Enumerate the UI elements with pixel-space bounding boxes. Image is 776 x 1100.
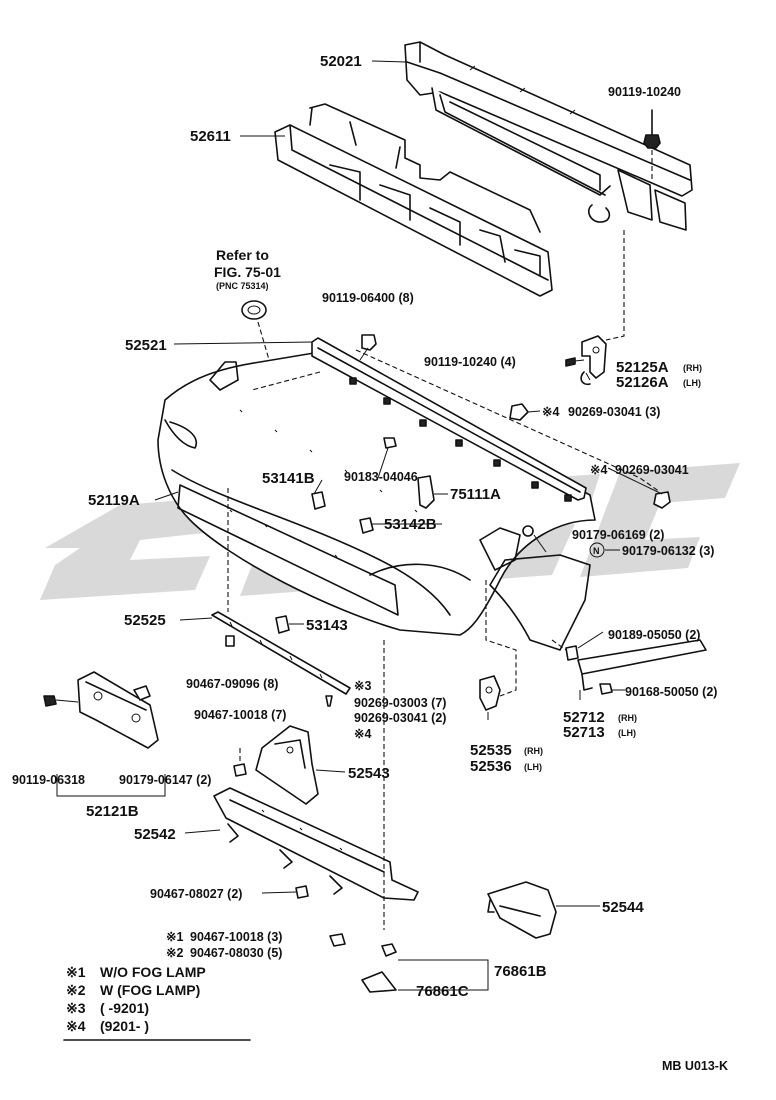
label-90119-06318: 90119-06318 <box>12 773 85 787</box>
mark-4-b: ※4 <box>590 463 607 477</box>
mark-2-a: ※2 <box>166 946 183 960</box>
mark-4-c: ※4 <box>354 727 371 741</box>
label-90168-50050: 90168-50050 (2) <box>625 685 717 699</box>
legend-text-3: ( -9201) <box>100 1000 149 1016</box>
part-52542-undercover <box>213 640 419 930</box>
part-52535-side-retainer <box>479 580 517 711</box>
label-90467-10018-3: 90467-10018 (3) <box>190 930 282 944</box>
labels: 52021 90119-10240 52611 Refer to FIG. 75… <box>12 53 717 1000</box>
label-53142B: 53142B <box>384 516 437 533</box>
legend-mark-2: ※2 <box>66 982 86 998</box>
label-53141B: 53141B <box>262 470 315 487</box>
label-52712: 52712 <box>563 709 605 726</box>
label-52521: 52521 <box>125 337 167 354</box>
label-lh-2: (LH) <box>618 728 636 738</box>
leader-lines <box>154 60 663 907</box>
nut-90183-04046 <box>383 437 397 449</box>
label-90269-03041-2: 90269-03041 (2) <box>354 711 446 725</box>
refer-line3: (PNC 75314) <box>216 281 269 291</box>
bolt-90119-10240-top <box>643 109 661 180</box>
label-90269-03041: 90269-03041 <box>615 463 689 477</box>
label-52535: 52535 <box>470 742 512 759</box>
footer-code: MB U013-K <box>662 1059 728 1073</box>
label-90179-06147: 90179-06147 (2) <box>119 773 211 787</box>
part-75111A-bracket <box>417 475 435 509</box>
label-90179-06169: 90179-06169 (2) <box>572 528 664 542</box>
clip-53142B <box>359 517 374 534</box>
part-76861-spoiler <box>361 943 489 993</box>
label-90467-08030: 90467-08030 (5) <box>190 946 282 960</box>
label-90269-03003: 90269-03003 (7) <box>354 696 446 710</box>
part-52543-bracket <box>233 725 319 805</box>
label-90269-03041-3: 90269-03041 (3) <box>568 405 660 419</box>
part-52521-retainer <box>251 337 661 502</box>
label-52611: 52611 <box>190 128 231 145</box>
mark-1-a: ※1 <box>166 930 183 944</box>
legend-text-1: W/O FOG LAMP <box>100 964 206 980</box>
mark-3-a: ※3 <box>354 679 371 693</box>
label-52536: 52536 <box>470 758 512 775</box>
label-90179-06132: 90179-06132 (3) <box>622 544 714 558</box>
legend-mark-3: ※3 <box>66 1000 86 1016</box>
legend: ※1 W/O FOG LAMP ※2 W (FOG LAMP) ※3 ( -92… <box>63 964 251 1041</box>
label-lh-1: (LH) <box>683 378 701 388</box>
part-52544-side-cover <box>487 881 557 939</box>
label-90183-04046: 90183-04046 <box>344 470 418 484</box>
circled-n-icon <box>589 542 605 558</box>
label-rh-2: (RH) <box>618 713 637 723</box>
label-52021: 52021 <box>320 53 362 70</box>
label-52713: 52713 <box>563 724 605 741</box>
part-52611-absorber <box>274 103 553 297</box>
nut-90119-06400 <box>359 334 377 361</box>
mark-4-a: ※4 <box>542 405 559 419</box>
label-53143: 53143 <box>306 617 348 634</box>
nut-90179-06169 <box>522 525 534 537</box>
label-76861C: 76861C <box>416 983 469 1000</box>
label-52126A: 52126A <box>616 374 669 391</box>
label-52544: 52544 <box>602 899 644 916</box>
refer-line2: FIG. 75-01 <box>214 264 281 280</box>
legend-text-4: (9201- ) <box>100 1018 149 1034</box>
label-lh-3: (LH) <box>524 762 542 772</box>
label-52121B: 52121B <box>86 803 139 820</box>
label-90119-10240-top: 90119-10240 <box>608 85 681 99</box>
label-90189-05050: 90189-05050 (2) <box>608 628 700 642</box>
label-52125A: 52125A <box>616 359 669 376</box>
legend-mark-4: ※4 <box>66 1018 86 1034</box>
clip-53143 <box>275 615 290 634</box>
label-90119-06400: 90119-06400 (8) <box>322 291 414 305</box>
refer-line1: Refer to <box>216 247 269 263</box>
label-90467-10018-7: 90467-10018 (7) <box>194 708 286 722</box>
part-52121B-license-bracket <box>43 671 166 797</box>
clip-90467-08030 <box>329 933 346 947</box>
clip-53141B <box>311 491 326 510</box>
label-52542: 52542 <box>134 826 176 843</box>
label-circ-n: N <box>593 546 600 556</box>
label-52543: 52543 <box>348 765 390 782</box>
label-75111A: 75111A <box>450 486 501 503</box>
label-rh-3: (RH) <box>524 746 543 756</box>
legend-text-2: W (FOG LAMP) <box>100 982 200 998</box>
label-90119-10240-4: 90119-10240 (4) <box>424 355 516 369</box>
label-90467-09096: 90467-09096 (8) <box>186 677 278 691</box>
label-52525: 52525 <box>124 612 166 629</box>
clip-90269-03041-upper <box>509 403 529 421</box>
part-52119A-bumper-cover <box>157 351 596 651</box>
part-52125A-bracket <box>565 230 625 386</box>
label-76861B: 76861B <box>494 963 547 980</box>
part-52712-support <box>551 639 707 695</box>
part-52021-reinforcement <box>404 41 693 231</box>
legend-mark-1: ※1 <box>66 964 86 980</box>
label-rh-1: (RH) <box>683 363 702 373</box>
label-90467-08027: 90467-08027 (2) <box>150 887 242 901</box>
part-52525-strip <box>211 488 351 707</box>
label-52119A: 52119A <box>88 492 140 509</box>
clip-90269-03041-lower <box>653 491 671 509</box>
